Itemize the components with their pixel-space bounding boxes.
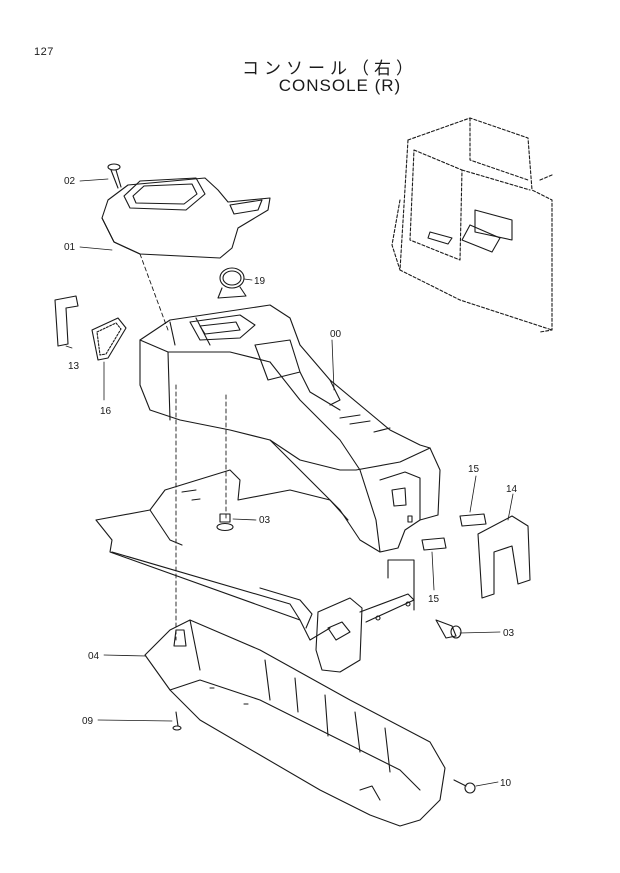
mount-bracket	[315, 559, 415, 673]
assembly-lines	[139, 253, 227, 641]
part-01-top-cover	[101, 177, 271, 259]
callout-15-bottom: 15	[428, 594, 440, 605]
callout-19: 19	[254, 276, 266, 287]
cab-location-view	[391, 117, 553, 333]
part-16-seal	[91, 317, 127, 361]
callout-15-top: 15	[468, 464, 480, 475]
part-10-screw	[453, 779, 476, 794]
title-english: CONSOLE (R)	[278, 76, 402, 95]
callout-10: 10	[500, 778, 512, 789]
callout-14: 14	[506, 484, 518, 495]
part-02-screw	[107, 163, 122, 189]
part-19-clamp	[217, 267, 247, 299]
callout-04: 04	[88, 651, 100, 662]
part-15-pad-b	[421, 537, 447, 551]
part-00-console-body	[139, 304, 441, 553]
part-09-screw	[172, 711, 182, 731]
callout-03-lower: 03	[503, 628, 515, 639]
callout-02: 02	[64, 176, 76, 187]
callout-00: 00	[330, 329, 342, 340]
part-03-bolt-upper	[216, 513, 234, 532]
part-13-bracket	[54, 295, 79, 347]
callout-03-upper: 03	[259, 515, 271, 526]
leader-lines	[65, 178, 514, 787]
title-japanese: コンソール（右）	[242, 59, 418, 79]
callout-13: 13	[68, 361, 80, 372]
mounting-frame	[95, 469, 349, 641]
callout-01: 01	[64, 242, 76, 253]
part-04-lower-cover	[144, 619, 446, 827]
part-14-pad	[477, 515, 531, 599]
part-03-bolt-lower	[435, 619, 462, 639]
callout-16: 16	[100, 406, 112, 417]
part-15-pad-a	[459, 513, 487, 527]
page-number: 127	[34, 46, 54, 58]
callout-09: 09	[82, 716, 94, 727]
